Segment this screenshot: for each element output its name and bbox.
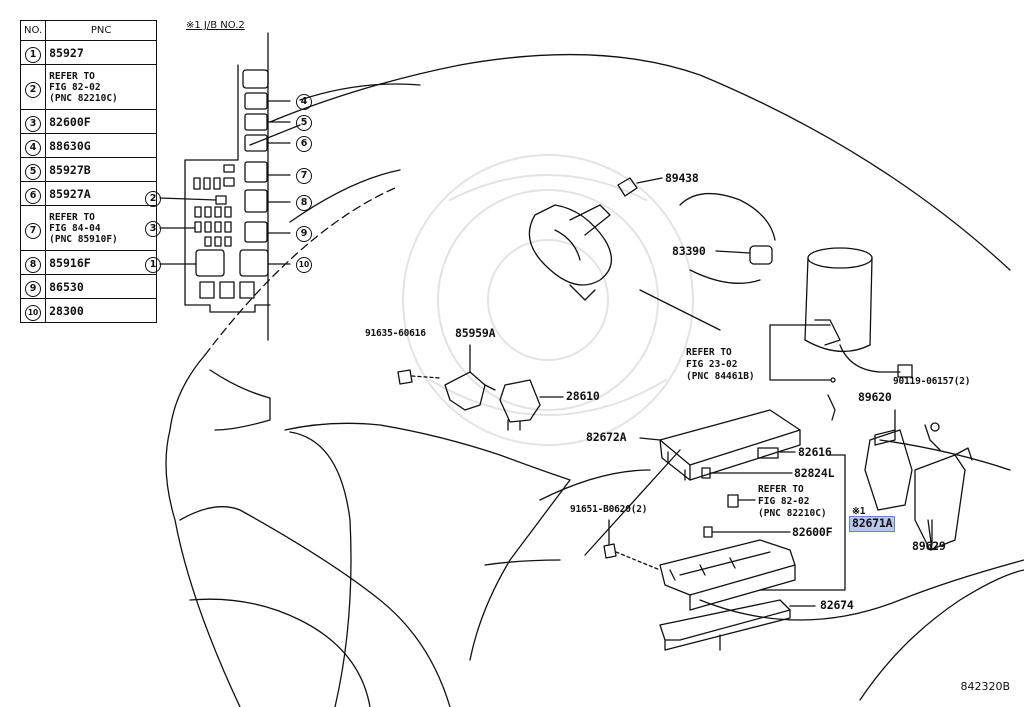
vehicle-body-outline xyxy=(165,53,1024,707)
table-row: 4 88630G xyxy=(19,133,158,158)
row-pnc: 85927B xyxy=(45,157,158,182)
label-82600F: 82600F xyxy=(792,525,833,539)
row-number: 2 xyxy=(25,81,42,98)
part-89438-drawing xyxy=(528,177,663,301)
table-row: 5 85927B xyxy=(19,157,158,182)
part-85959A-drawing xyxy=(397,344,496,411)
row-number: 10 xyxy=(25,305,42,321)
row-pnc: REFER TO FIG 84-04 (PNC 85910F) xyxy=(45,205,158,251)
callout-4: 4 xyxy=(296,94,312,110)
table-row: 1 85927 xyxy=(19,40,158,65)
row-pnc: 82600F xyxy=(45,109,158,134)
washer-tank-drawing xyxy=(769,247,913,421)
row-pnc: 86530 xyxy=(45,274,158,299)
label-90119-06157: 90119-06157(2) xyxy=(893,376,971,387)
table-row: 2 REFER TO FIG 82-02 (PNC 82210C) xyxy=(19,64,158,110)
row-number: 8 xyxy=(25,257,42,273)
label-82672A: 82672A xyxy=(586,430,627,444)
row-pnc: 28300 xyxy=(45,298,158,323)
label-82671A-highlighted[interactable]: 82671A xyxy=(848,516,896,532)
table-row: 8 85916F xyxy=(19,250,158,275)
table-row: 6 85927A xyxy=(19,181,158,206)
row-pnc: 88630G xyxy=(45,133,158,158)
row-number: 3 xyxy=(25,116,42,132)
callout-2: 2 xyxy=(145,191,161,207)
label-82824L: 82824L xyxy=(794,466,835,480)
note-refer-82210C: REFER TO FIG 82-02 (PNC 82210C) xyxy=(758,484,827,519)
part-83390-drawing xyxy=(679,192,776,284)
row-number: 5 xyxy=(25,164,42,180)
junction-block-drawing xyxy=(159,32,291,341)
callout-1: 1 xyxy=(145,257,161,273)
table-row: 9 86530 xyxy=(19,274,158,299)
row-number: 7 xyxy=(25,222,42,239)
part-82671A-drawing xyxy=(659,454,846,611)
row-number: 4 xyxy=(25,140,42,156)
callout-6: 6 xyxy=(296,136,312,152)
row-pnc: 85927 xyxy=(45,40,158,65)
part-82672A-drawing xyxy=(639,409,801,481)
callout-8: 8 xyxy=(296,195,312,211)
row-number: 9 xyxy=(25,281,42,297)
label-28610: 28610 xyxy=(566,389,600,403)
label-82674: 82674 xyxy=(820,598,854,612)
small-fuses-drawing xyxy=(701,447,796,538)
row-pnc: 85927A xyxy=(45,181,158,206)
table-header-no: NO. xyxy=(19,20,47,41)
row-pnc: REFER TO FIG 82-02 (PNC 82210C) xyxy=(45,64,158,110)
watermark-emblem xyxy=(402,154,694,446)
label-91635-60616: 91635-60616 xyxy=(365,328,426,339)
part-91651-drawing xyxy=(603,519,661,571)
jb-title: ※1 J/B NO.2 xyxy=(186,20,245,31)
part-28610-drawing xyxy=(499,379,564,431)
label-85959A: 85959A xyxy=(455,326,496,340)
row-number: 6 xyxy=(25,188,42,204)
part-89629-drawing xyxy=(914,422,973,551)
callout-10: 10 xyxy=(296,257,312,273)
label-mark-1: ※1 xyxy=(852,506,866,517)
label-89438: 89438 xyxy=(665,171,699,185)
part-89620-drawing xyxy=(864,409,913,511)
table-row: 7 REFER TO FIG 84-04 (PNC 85910F) xyxy=(19,205,158,251)
figure-number: 842320B xyxy=(960,680,1010,693)
label-89629: 89629 xyxy=(912,539,946,553)
table-row: 10 28300 xyxy=(19,298,158,323)
note-refer-84461B: REFER TO FIG 23-02 (PNC 84461B) xyxy=(686,347,755,382)
table-header-pnc: PNC xyxy=(45,20,158,41)
row-pnc: 85916F xyxy=(45,250,158,275)
callout-9: 9 xyxy=(296,226,312,242)
label-89620: 89620 xyxy=(858,390,892,404)
part-82674-drawing xyxy=(659,599,816,651)
label-83390: 83390 xyxy=(672,244,706,258)
callout-7: 7 xyxy=(296,168,312,184)
table-row: 3 82600F xyxy=(19,109,158,134)
row-number: 1 xyxy=(25,47,42,63)
pnc-table: NO. PNC 1 85927 2 REFER TO FIG 82-02 (PN… xyxy=(19,20,158,323)
label-82616: 82616 xyxy=(798,445,832,459)
label-91651-B0620: 91651-B0620(2) xyxy=(570,504,648,515)
callout-5: 5 xyxy=(296,115,312,131)
callout-3: 3 xyxy=(145,221,161,237)
